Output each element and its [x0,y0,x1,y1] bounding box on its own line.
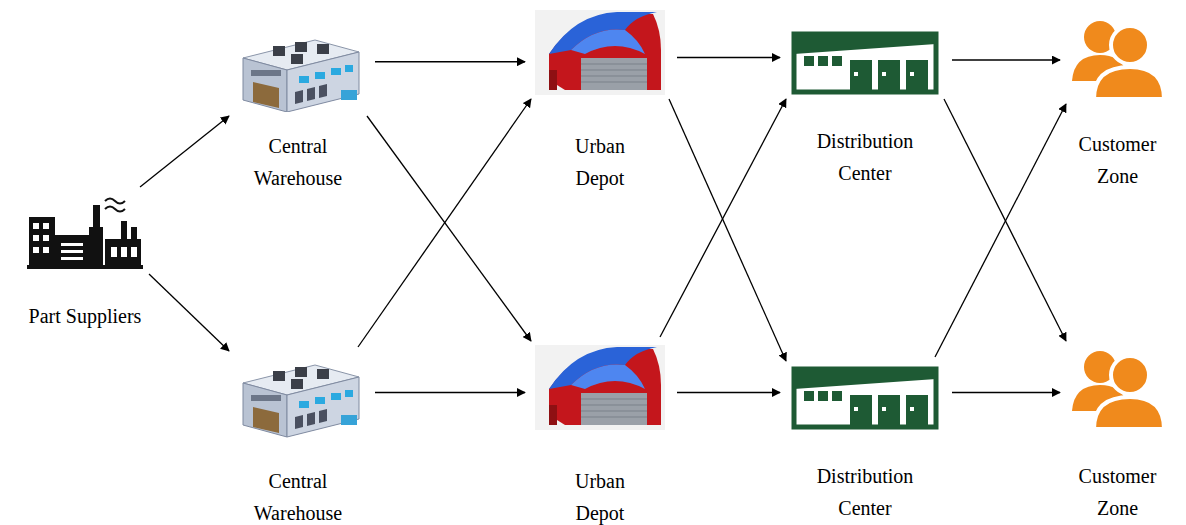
flow-arrow [669,99,786,361]
flow-arrow [952,392,1060,393]
node-label: Central Warehouse [243,130,353,194]
flow-arrow [952,59,1060,60]
factory-icon [25,195,145,270]
facility-node: Distribution Center [790,30,940,189]
facility-node: Urban Depot [535,10,665,194]
node-label: Distribution Center [805,460,925,524]
node-label: Customer Zone [1068,128,1168,192]
node-label: Urban Depot [550,465,650,525]
flow-arrow [935,104,1066,357]
flow-arrow [140,116,229,187]
warehouse-icon [233,355,363,440]
facility-node: Distribution Center [790,365,940,524]
facility-node: Urban Depot [535,345,665,525]
facility-node: Central Warehouse [233,30,363,194]
flow-arrow [367,116,531,341]
node-label: Central Warehouse [243,465,353,525]
node-label: Part Suppliers [0,300,185,332]
facility-node: Customer Zone [1070,345,1165,524]
depot-icon [535,345,665,430]
flow-arrow [677,392,780,393]
facility-node: Part Suppliers [25,195,145,332]
people-icon [1070,345,1165,430]
facility-node: Central Warehouse [233,355,363,525]
flow-arrow [375,392,525,393]
node-label: Customer Zone [1068,460,1168,524]
warehouse-icon [233,30,363,112]
dc-icon [790,365,940,430]
people-icon [1070,15,1165,100]
depot-icon [535,10,665,95]
node-label: Distribution Center [805,125,925,189]
flow-arrow [358,99,531,347]
dc-icon [790,30,940,95]
flow-arrow [660,99,786,337]
flow-arrow [149,274,229,351]
facility-node: Customer Zone [1070,15,1165,192]
flow-arrow [375,61,525,62]
node-label: Urban Depot [550,130,650,194]
flow-arrow [677,57,780,58]
